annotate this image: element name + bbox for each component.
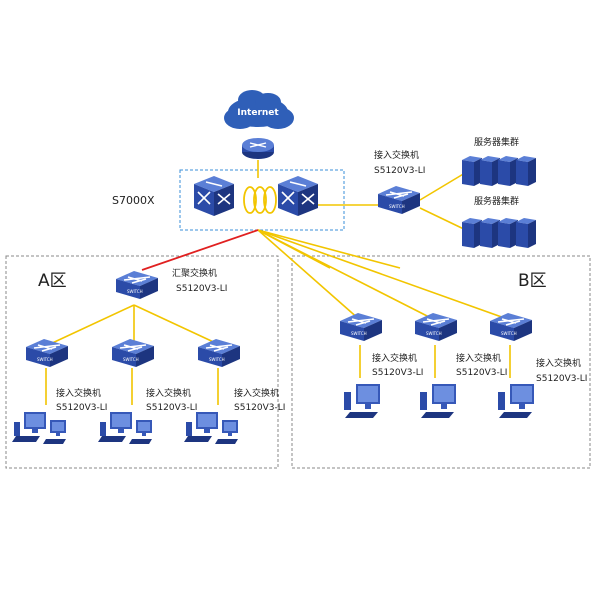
zone-a-access-2-icon: [111, 338, 155, 368]
link-core-b-extra-1: [257, 229, 331, 269]
server-cluster-2-icon: [462, 218, 536, 248]
zone-b-label: B区: [518, 271, 547, 291]
core-switch-2-icon: [277, 175, 319, 217]
server-cluster-1-label: 服务器集群: [474, 136, 519, 148]
zone-b-access-2-model: S5120V3-LI: [456, 368, 507, 378]
zone-b-pc-3-icon: [498, 384, 534, 418]
core-group-boundary: [179, 169, 345, 231]
link-agg-a1: [47, 304, 135, 346]
zone-b-pc-1-icon: [344, 384, 380, 418]
server-access-switch-icon: [377, 185, 421, 215]
zone-b-pc-2-icon: [420, 384, 456, 418]
link-core-b1: [257, 229, 361, 321]
zone-b-access-1-model: S5120V3-LI: [372, 368, 423, 378]
core-switch-1-icon: [193, 175, 235, 217]
zone-a-label: A区: [38, 271, 67, 291]
zone-b-access-3-title: 接入交换机: [536, 357, 581, 369]
zone-a-pcs-3-icon: [184, 412, 238, 444]
server-access-model: S5120V3-LI: [374, 166, 425, 176]
link-agg-a3: [133, 304, 221, 346]
zone-a-access-1-icon: [25, 338, 69, 368]
zone-a-access-2-title: 接入交换机: [146, 387, 191, 399]
internet-router-icon: [242, 138, 274, 159]
zone-b-access-2-title: 接入交换机: [456, 352, 501, 364]
zone-a-access-1-model: S5120V3-LI: [56, 403, 107, 413]
zone-a-access-3-model: S5120V3-LI: [234, 403, 285, 413]
uplink-core-aggregation: [141, 229, 259, 271]
server-access-title: 接入交换机: [374, 149, 419, 161]
zone-b-access-2-icon: [414, 312, 458, 342]
zone-b-access-1-icon: [339, 312, 383, 342]
link-server-access-cluster-1: [419, 169, 471, 201]
zone-b-access-1-title: 接入交换机: [372, 352, 417, 364]
zone-a-pcs-2-icon: [98, 412, 152, 444]
zone-b-access-3-model: S5120V3-LI: [536, 374, 587, 384]
zone-a-pcs-1-icon: [12, 412, 66, 444]
zone-a-boundary: [5, 255, 279, 469]
zone-b-access-3-icon: [489, 312, 533, 342]
internet-cloud: Internet: [224, 90, 294, 129]
zone-a-access-2-model: S5120V3-LI: [146, 403, 197, 413]
aggregation-title: 汇聚交换机: [172, 267, 217, 279]
network-links: [45, 160, 511, 405]
core-label: S7000X: [112, 194, 155, 207]
zone-a-access-1-title: 接入交换机: [56, 387, 101, 399]
zone-a-access-3-icon: [197, 338, 241, 368]
stack-link-rings-icon: [243, 186, 277, 214]
server-cluster-1-icon: [462, 156, 536, 186]
internet-label: Internet: [237, 108, 279, 118]
zone-a-access-3-title: 接入交换机: [234, 387, 279, 399]
aggregation-model: S5120V3-LI: [176, 284, 227, 294]
server-cluster-2-label: 服务器集群: [474, 195, 519, 207]
link-core-b-extra-2: [257, 229, 401, 269]
link-core-b3: [257, 229, 511, 321]
link-server-access-cluster-2: [419, 207, 471, 233]
aggregation-switch-icon: [115, 270, 159, 300]
